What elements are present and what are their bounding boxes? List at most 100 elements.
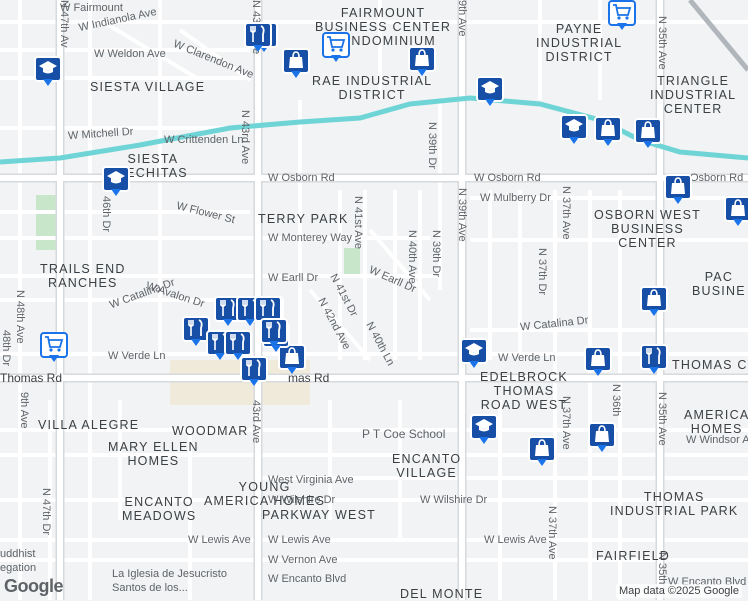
area-label: PARKWAY WEST [262, 508, 376, 522]
street-label: N 37th Ave [560, 186, 572, 240]
street-label: N 37th Ave [546, 506, 558, 560]
street-label: N 40th Ave [406, 230, 418, 284]
street-label: N 36th [610, 384, 622, 417]
street-label: W Windsor Av [686, 434, 748, 446]
area-label: TERRY PARK [258, 212, 349, 226]
street-label: 9th Ave [18, 392, 30, 429]
street-label: Thomas Rd [0, 371, 63, 385]
street-label: Osborn Rd [690, 172, 744, 184]
poi-label[interactable]: P T Coe School [362, 427, 446, 441]
street-label: N 35th Ave [656, 16, 668, 70]
street-label: W Weldon Ave [94, 48, 166, 60]
area-label: VILLA ALEGRE [38, 418, 140, 432]
area-label: DEL MONTE [400, 587, 484, 601]
shopping-marker-icon[interactable] [584, 346, 612, 376]
shopping-marker-icon[interactable] [594, 116, 622, 146]
school-marker-icon[interactable] [102, 166, 130, 196]
street-label: W Wilshire Dr [268, 494, 336, 506]
street-label: N 47th Dr [40, 488, 52, 536]
street-label: 9th Ave [456, 0, 468, 37]
street-label: N 37th Dr [536, 248, 548, 296]
street-label: W Wilshire Dr [420, 494, 488, 506]
street-label: W Mulberry Dr [480, 192, 551, 204]
street-label: W Lewis Ave [268, 534, 331, 546]
street-label: W Monterey Way [268, 232, 352, 244]
area-label: SIESTA VILLAGE [90, 80, 206, 94]
area-label: FAIRFIELD [596, 549, 671, 563]
restaurant-marker-icon[interactable] [182, 316, 210, 346]
street-label: W Fairmount [60, 2, 123, 14]
shopping-marker-icon[interactable] [282, 48, 310, 78]
street-label: N 48th Ave [14, 290, 26, 344]
street-label: W Lewis Ave [484, 534, 547, 546]
street-label: N 47th Av [58, 0, 70, 48]
grocery-marker-icon[interactable] [322, 32, 350, 62]
street-label: N 43rd Ave [239, 110, 251, 165]
shopping-marker-icon[interactable] [528, 436, 556, 466]
street-label: W Earll Dr [268, 272, 319, 284]
street-label: 46th Dr [100, 196, 112, 233]
street-label: N 35th Ave [656, 392, 668, 446]
poi-label[interactable]: uddhist [0, 548, 36, 560]
shopping-marker-icon[interactable] [634, 118, 662, 148]
street-label: W Crittenden Ln [164, 134, 244, 146]
street-label: W Verde Ln [108, 350, 166, 362]
street-label: West Virginia Ave [268, 474, 354, 486]
street-label: N 35th [656, 552, 668, 585]
street-label: 48th Dr [0, 330, 12, 367]
school-marker-icon[interactable] [476, 76, 504, 106]
street-label: W Osborn Rd [268, 172, 335, 184]
poi-label[interactable]: egation [0, 562, 37, 574]
school-marker-icon[interactable] [470, 414, 498, 444]
area-label: WOODMAR [172, 424, 249, 438]
shopping-marker-icon[interactable] [664, 174, 692, 204]
poi-label[interactable]: La Iglesia de Jesucristo [112, 568, 227, 580]
grocery-marker-icon[interactable] [40, 332, 68, 362]
shopping-marker-icon[interactable] [724, 196, 748, 226]
street-label: W Osborn Rd [474, 172, 541, 184]
street-label: W Verde Ln [498, 352, 556, 364]
street-label: mas Rd [288, 371, 330, 385]
street-label: N 41st Ave [352, 196, 364, 249]
shopping-marker-icon[interactable] [640, 286, 668, 316]
street-label: N 39th Dr [426, 122, 438, 170]
street-label: N 37th Ave [560, 396, 572, 450]
street-label: W Encanto Blvd [268, 573, 347, 585]
street-label: W Vernon Ave [268, 554, 338, 566]
google-logo: Google [4, 576, 64, 596]
street-label: N 39th Dr [430, 230, 442, 278]
attribution: Map data ©2025 Google [615, 584, 742, 598]
street-label: W Lewis Ave [188, 534, 251, 546]
school-marker-icon[interactable] [560, 114, 588, 144]
street-label: N 39th Ave [456, 188, 468, 242]
grocery-marker-icon[interactable] [608, 0, 636, 30]
restaurant-marker-icon[interactable] [224, 330, 252, 360]
poi-label[interactable]: Santos de los... [112, 582, 188, 594]
restaurant-marker-icon[interactable] [260, 318, 288, 348]
shopping-marker-icon[interactable] [408, 46, 436, 76]
restaurant-marker-icon[interactable] [244, 22, 272, 52]
shopping-marker-icon[interactable] [278, 344, 306, 374]
shopping-marker-icon[interactable] [588, 422, 616, 452]
area-label: THOMAS CE [672, 358, 748, 372]
school-marker-icon[interactable] [34, 56, 62, 86]
school-marker-icon[interactable] [460, 338, 488, 368]
street-label: 43rd Ave [250, 400, 262, 444]
restaurant-marker-icon[interactable] [640, 344, 668, 374]
restaurant-marker-icon[interactable] [240, 356, 268, 386]
